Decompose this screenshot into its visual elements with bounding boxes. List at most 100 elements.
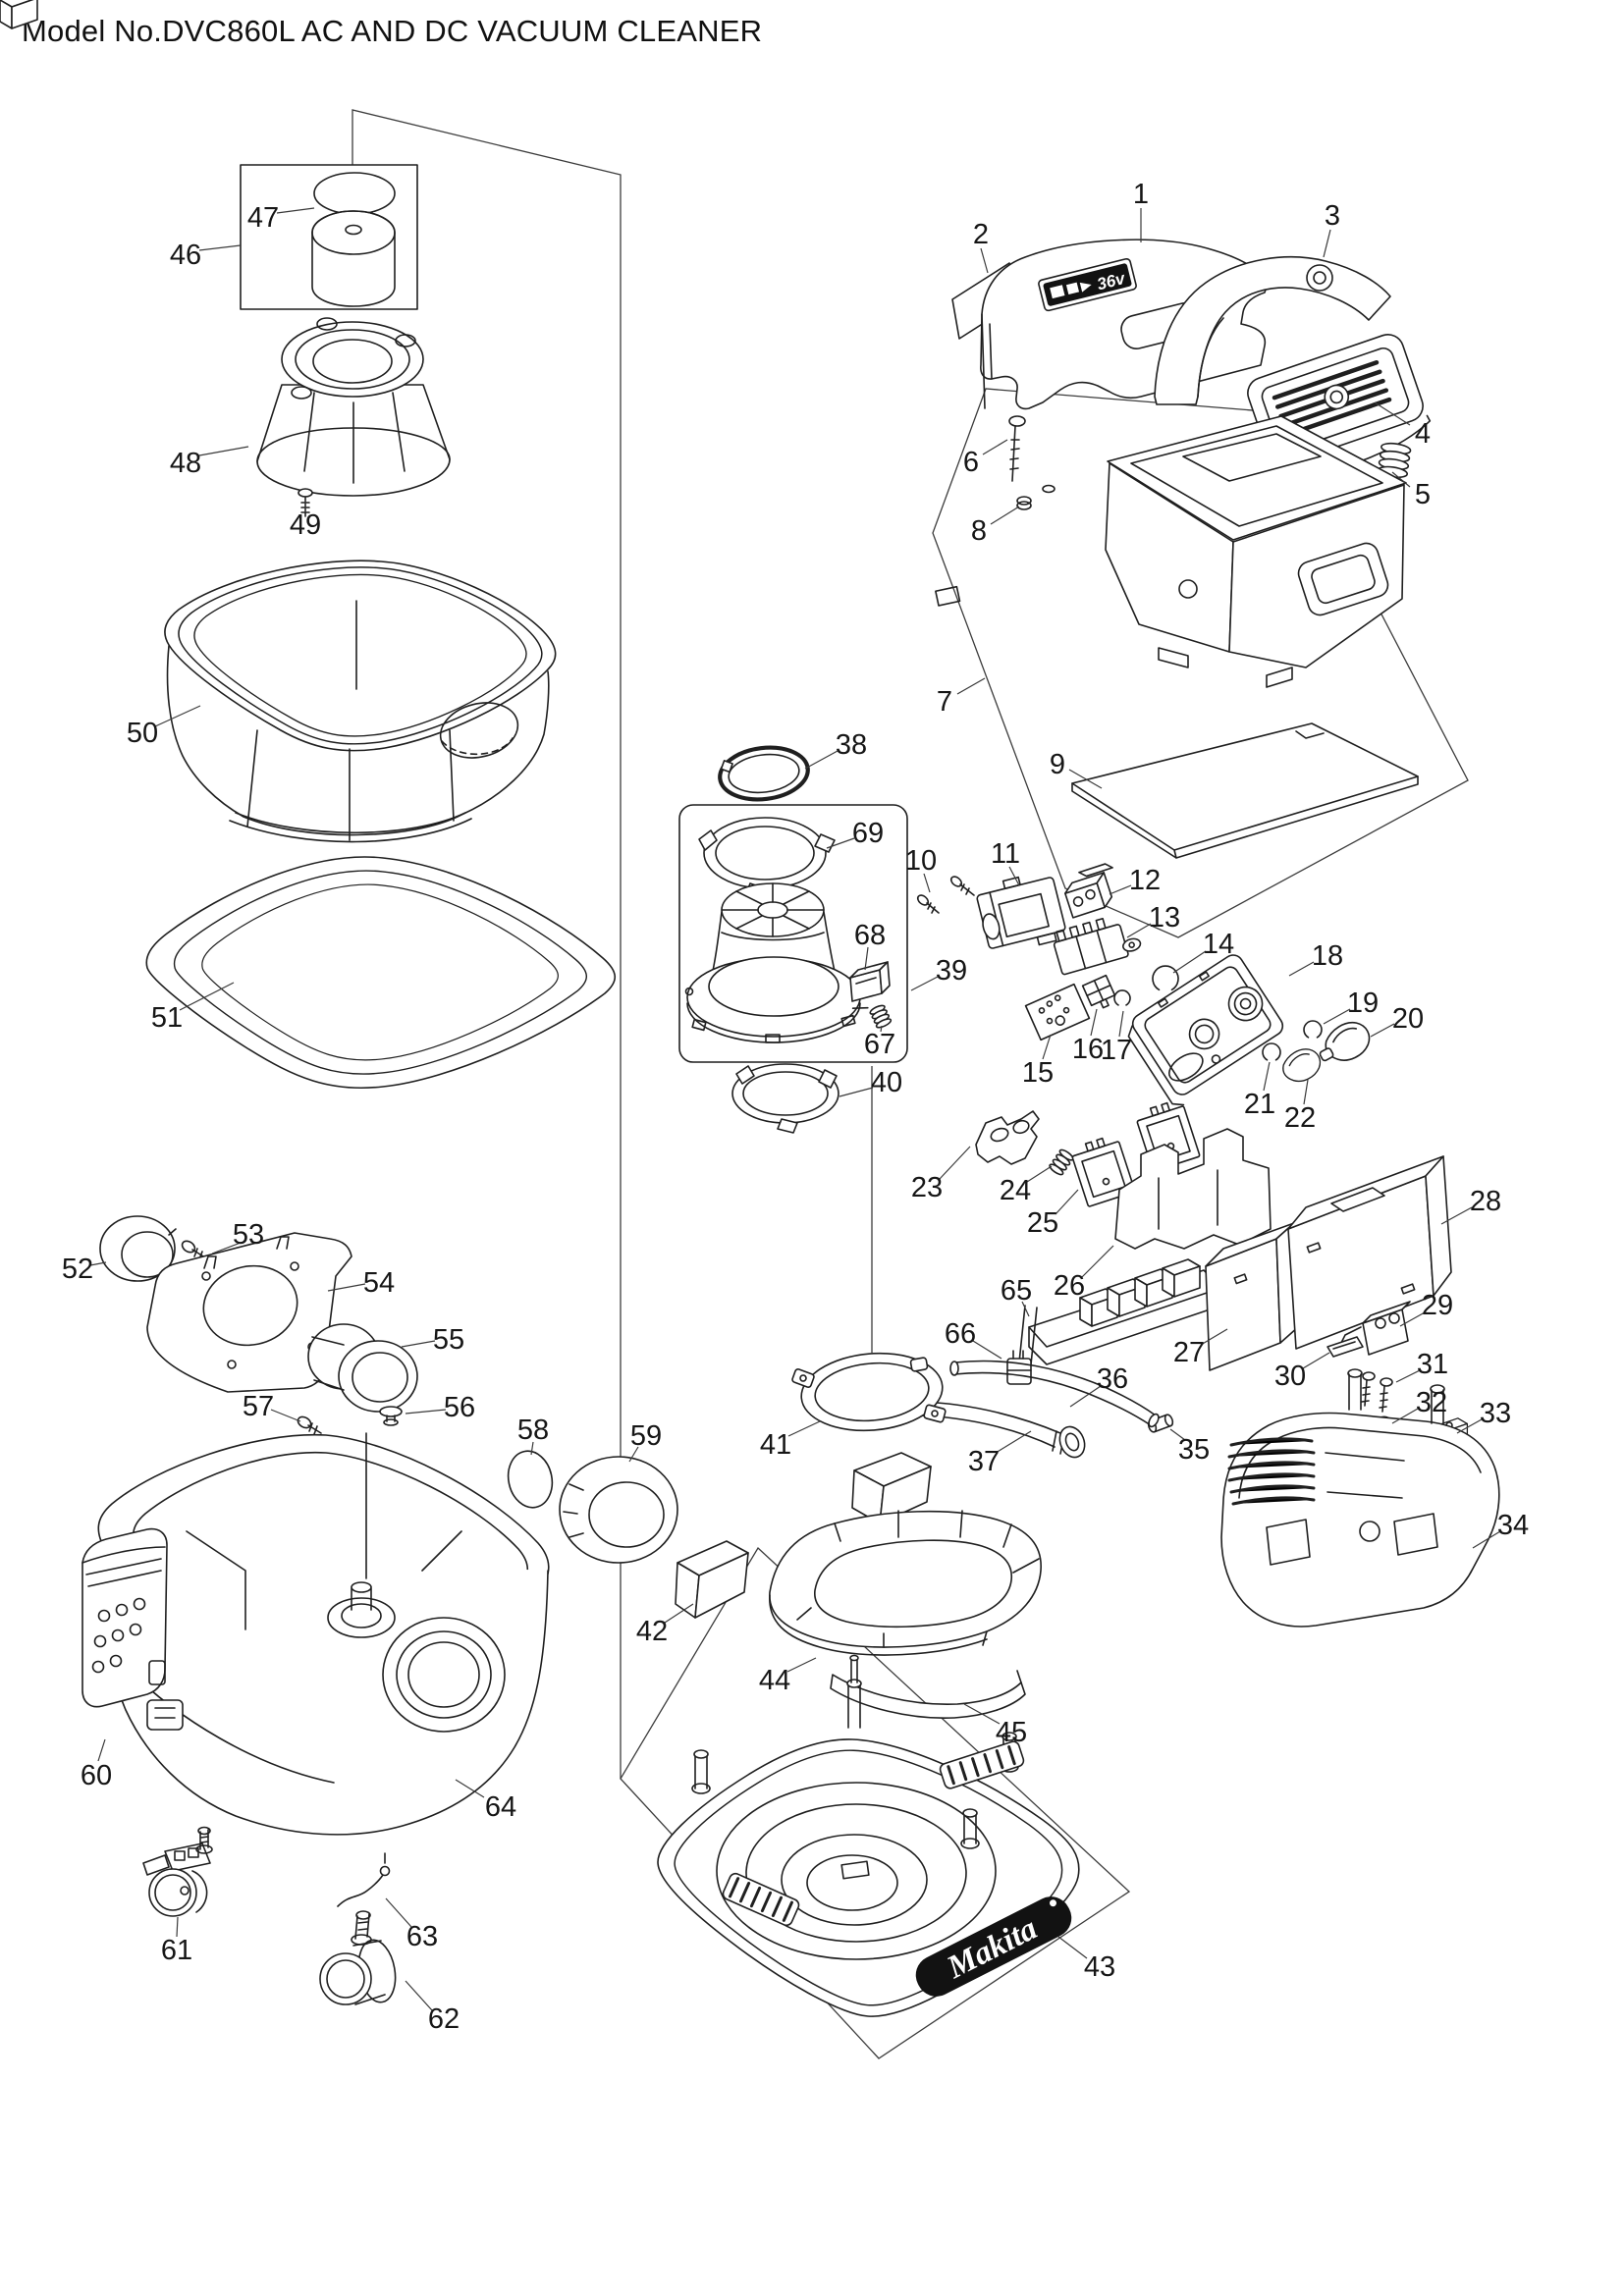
part-label-17: 17 bbox=[1101, 1035, 1132, 1066]
part-callout-59: 59 bbox=[628, 1420, 662, 1463]
pins-8 bbox=[1016, 484, 1056, 510]
part-label-45: 45 bbox=[996, 1717, 1027, 1748]
part-label-28: 28 bbox=[1470, 1186, 1501, 1217]
float-disc-47 bbox=[311, 172, 396, 307]
part-callout-51: 51 bbox=[151, 982, 235, 1034]
terminal-holder-26 bbox=[1114, 1128, 1272, 1250]
part-callout-46: 46 bbox=[170, 240, 242, 271]
lead-wires-65 bbox=[1018, 1305, 1038, 1365]
base-pan-43: Makita bbox=[657, 1654, 1080, 2017]
motor-head-7 bbox=[935, 415, 1407, 688]
motor-inset-box-39 bbox=[678, 804, 908, 1063]
part-callout-43: 43 bbox=[1057, 1936, 1115, 1983]
part-label-62: 62 bbox=[428, 2003, 460, 2035]
part-label-13: 13 bbox=[1149, 902, 1180, 934]
spring-67 bbox=[851, 1004, 893, 1029]
switch-29 bbox=[1340, 1301, 1411, 1356]
o-ring-58 bbox=[507, 1450, 554, 1509]
part-label-46: 46 bbox=[170, 240, 201, 271]
part-callout-60: 60 bbox=[81, 1738, 112, 1791]
part-label-18: 18 bbox=[1312, 940, 1343, 972]
part-callout-42: 42 bbox=[636, 1603, 694, 1647]
part-label-5: 5 bbox=[1415, 479, 1431, 510]
part-callout-55: 55 bbox=[401, 1324, 464, 1356]
gasket-51 bbox=[145, 856, 617, 1090]
part-callout-7: 7 bbox=[937, 677, 986, 718]
part-callout-23: 23 bbox=[911, 1146, 971, 1203]
part-callout-48: 48 bbox=[170, 446, 249, 479]
part-label-36: 36 bbox=[1097, 1363, 1128, 1395]
pan-rib-top bbox=[939, 1740, 1025, 1789]
part-label-66: 66 bbox=[945, 1318, 976, 1350]
latch-60 bbox=[81, 1527, 168, 1708]
part-label-63: 63 bbox=[406, 1921, 438, 1952]
part-label-6: 6 bbox=[963, 447, 979, 478]
part-label-15: 15 bbox=[1022, 1057, 1054, 1089]
float-ring-59 bbox=[559, 1456, 678, 1564]
part-label-4: 4 bbox=[1415, 418, 1431, 450]
part-label-55: 55 bbox=[433, 1324, 464, 1356]
part-callout-69: 69 bbox=[826, 818, 884, 849]
part-callout-68: 68 bbox=[854, 920, 886, 971]
part-callout-64: 64 bbox=[455, 1779, 516, 1823]
part-label-38: 38 bbox=[836, 729, 867, 761]
part-callout-56: 56 bbox=[405, 1392, 475, 1423]
damper-frame-44 bbox=[769, 1510, 1042, 1656]
part-callout-22: 22 bbox=[1284, 1079, 1316, 1134]
part-label-44: 44 bbox=[759, 1665, 790, 1696]
part-callout-44: 44 bbox=[759, 1657, 817, 1696]
part-label-21: 21 bbox=[1244, 1089, 1275, 1120]
part-label-7: 7 bbox=[937, 686, 952, 718]
part-label-10: 10 bbox=[905, 845, 937, 877]
page-title: Model No.DVC860L AC AND DC VACUUM CLEANE… bbox=[22, 14, 763, 48]
part-callout-20: 20 bbox=[1370, 1003, 1424, 1038]
part-callout-66: 66 bbox=[945, 1318, 1002, 1360]
base-frame-34 bbox=[1220, 1368, 1500, 1628]
foam-block-upper bbox=[851, 1452, 932, 1524]
part-label-23: 23 bbox=[911, 1172, 943, 1203]
part-label-8: 8 bbox=[971, 515, 987, 547]
connector-66 bbox=[1006, 1350, 1032, 1385]
part-callout-34: 34 bbox=[1472, 1510, 1529, 1549]
knob-22 bbox=[1282, 1048, 1322, 1083]
part-callout-50: 50 bbox=[127, 705, 201, 749]
part-label-51: 51 bbox=[151, 1002, 183, 1034]
screw-57 bbox=[297, 1415, 322, 1435]
part-callout-25: 25 bbox=[1027, 1189, 1079, 1239]
caster-62 bbox=[319, 1910, 397, 2005]
part-label-11: 11 bbox=[991, 838, 1020, 870]
part-callout-67: 67 bbox=[864, 1025, 895, 1060]
part-callout-17: 17 bbox=[1101, 1010, 1132, 1066]
part-label-22: 22 bbox=[1284, 1102, 1316, 1134]
part-label-42: 42 bbox=[636, 1616, 668, 1647]
part-callout-31: 31 bbox=[1395, 1349, 1448, 1383]
part-callout-27: 27 bbox=[1173, 1328, 1228, 1368]
part-label-40: 40 bbox=[871, 1067, 902, 1098]
hose-36 bbox=[949, 1360, 1160, 1428]
seal-ring-38 bbox=[718, 745, 810, 802]
part-callout-11: 11 bbox=[991, 838, 1020, 886]
part-label-67: 67 bbox=[864, 1029, 895, 1060]
switch-13 bbox=[1053, 917, 1142, 976]
part-label-47: 47 bbox=[247, 202, 279, 234]
part-label-27: 27 bbox=[1173, 1337, 1205, 1368]
part-callout-41: 41 bbox=[760, 1420, 821, 1461]
part-callout-10: 10 bbox=[905, 845, 937, 893]
part-callout-15: 15 bbox=[1022, 1034, 1054, 1089]
tank-50 bbox=[164, 560, 557, 843]
part-callout-12: 12 bbox=[1109, 865, 1161, 896]
baffle-plate-54 bbox=[146, 1232, 352, 1393]
battery-cover-27 bbox=[1205, 1222, 1299, 1371]
connector-12 bbox=[1064, 863, 1113, 919]
part-callout-3: 3 bbox=[1323, 200, 1340, 258]
part-callout-13: 13 bbox=[1126, 902, 1180, 938]
part-label-3: 3 bbox=[1325, 200, 1340, 232]
part-callout-19: 19 bbox=[1323, 988, 1379, 1025]
part-label-37: 37 bbox=[968, 1446, 1000, 1477]
part-callout-26: 26 bbox=[1054, 1245, 1114, 1302]
pcb-15 bbox=[1024, 983, 1091, 1041]
part-label-35: 35 bbox=[1178, 1434, 1210, 1466]
seal-strip-45 bbox=[830, 1670, 1026, 1720]
part-label-32: 32 bbox=[1416, 1387, 1447, 1418]
